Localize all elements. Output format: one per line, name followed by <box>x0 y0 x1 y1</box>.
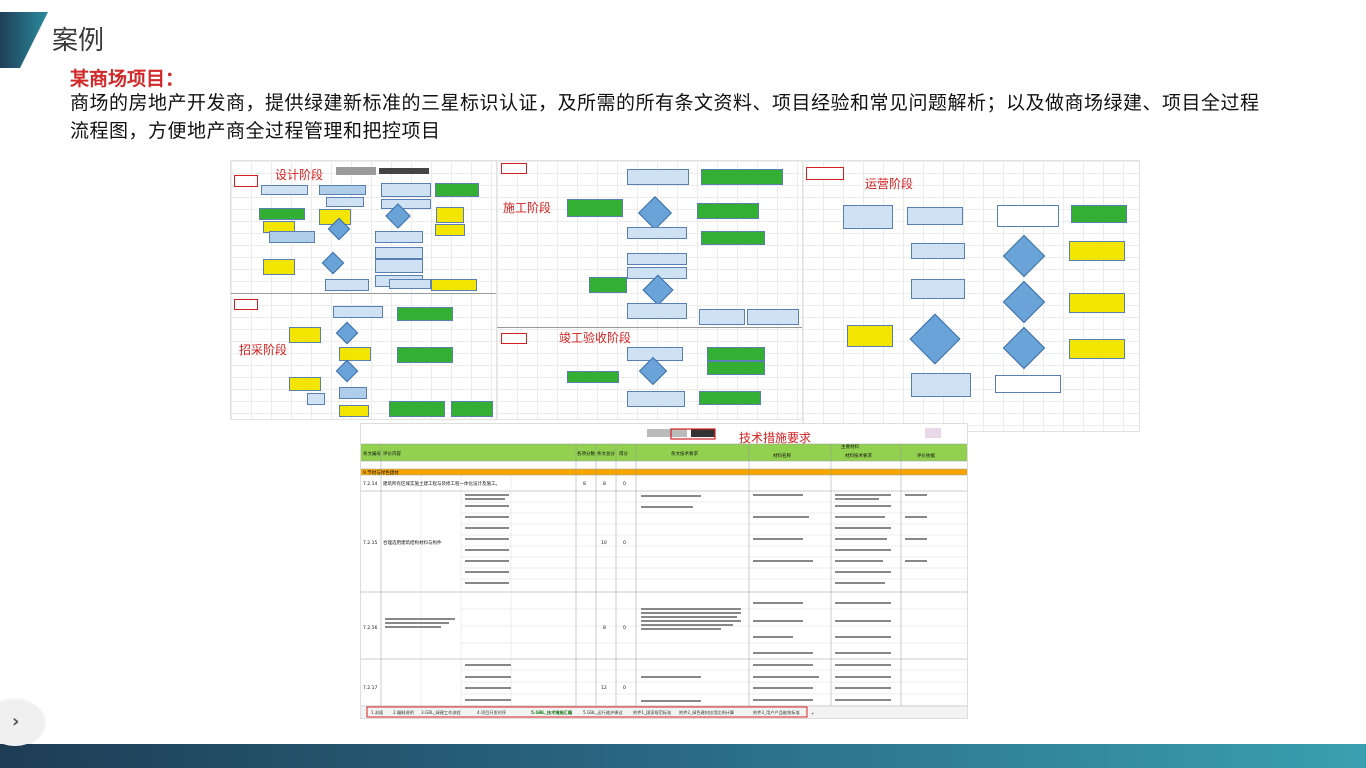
acceptance-stage-label: 竣工验收阶段 <box>559 331 632 345</box>
construction-flowchart-panel: 施工阶段 竣工验收阶段 <box>496 160 804 420</box>
row-content-2: 合理选用建筑结构材料与构件 <box>383 539 442 546</box>
spreadsheet-canvas: 条文编号 评价内容 各项分数 条文总分 得分 条文技术要求 材料名称 主要材料 … <box>361 428 967 718</box>
slide-accent-logo <box>0 12 48 68</box>
next-slide-button[interactable] <box>0 700 44 746</box>
operation-stage-tag <box>806 167 844 180</box>
sheet-tab-8: 附件2_绿色建材应用比例计算 <box>679 709 734 716</box>
acceptance-stage-tag <box>501 333 527 344</box>
header-requirement: 条文技术要求 <box>671 450 698 457</box>
footer-band <box>0 744 1366 768</box>
sheet-tab-7: 附件1_国家规范标准 <box>633 709 671 716</box>
chevron-right-icon: › <box>12 711 20 732</box>
add-sheet-icon: + <box>811 711 815 716</box>
blurred-title <box>336 167 376 175</box>
header-material: 材料名称 <box>773 452 791 459</box>
row-total-3: 8 <box>603 625 606 631</box>
row-code-2: 7.2.15 <box>363 540 377 546</box>
sheet-tab-3: 3.GBL_绿建工作流程 <box>421 709 461 716</box>
sheet-tab-2: 2.编制说明 <box>393 709 414 716</box>
row-got-2: 0 <box>623 540 626 546</box>
design-stage-label: 设计阶段 <box>275 168 324 182</box>
design-flowchart-panel: 设计阶段 招采阶段 <box>230 160 498 420</box>
header-content: 评价内容 <box>383 450 401 457</box>
project-description: 商场的房地产开发商，提供绿建新标准的三星标识认证，及所需的所有条文资料、项目经验… <box>70 92 1260 142</box>
header-code: 条文编号 <box>363 450 381 457</box>
row-got-1: 0 <box>623 481 626 487</box>
row-code-4: 7.2.17 <box>363 685 377 691</box>
project-title: 某商场项目： <box>70 68 185 90</box>
slide-title: 案例 <box>52 26 105 56</box>
header-total: 条文总分 <box>597 450 615 457</box>
procurement-stage-tag <box>234 299 258 310</box>
sheet-tab-6: 5.GBL_运行维护建议 <box>583 709 623 716</box>
tech-stage-label: 技术措施要求 <box>739 431 812 445</box>
operation-flowchart-panel: 运营阶段 <box>802 160 1140 432</box>
header-material-req: 材料技术要求 <box>845 452 872 459</box>
design-stage-tag <box>234 175 258 187</box>
section-label: 9.节材与绿色建材 <box>363 469 399 476</box>
construction-stage-tag <box>501 163 527 174</box>
row-got-4: 0 <box>623 685 626 691</box>
row-total-2: 10 <box>601 540 607 546</box>
row-got-3: 0 <box>623 625 626 631</box>
flow-title-bar <box>379 168 429 174</box>
construction-stage-label: 施工阶段 <box>503 201 552 215</box>
operation-stage-label: 运营阶段 <box>865 177 914 191</box>
row-code-3: 7.2.16 <box>363 625 377 631</box>
row-code-1: 7.2.14 <box>363 481 377 487</box>
procurement-stage-label: 招采阶段 <box>239 343 288 357</box>
row-total-4: 12 <box>601 685 607 691</box>
header-got: 得分 <box>619 450 628 457</box>
sheet-tab-5: 5.GBL_技术措施汇编 <box>531 709 572 716</box>
header-basis: 评价依据 <box>917 452 935 459</box>
header-score: 各项分数 <box>577 450 595 457</box>
header-group: 主要材料 <box>841 443 859 450</box>
sheet-tab-1: 1.封面 <box>371 709 383 716</box>
row-score-1: 8 <box>583 481 586 487</box>
sheet-tab-9: 附件3_用户产品能效标准 <box>753 709 800 716</box>
row-total-1: 8 <box>603 481 606 487</box>
tech-measures-spreadsheet: 条文编号 评价内容 各项分数 条文总分 得分 条文技术要求 材料名称 主要材料 … <box>360 423 968 719</box>
row-content-1: 建筑所有区域实施土建工程与装修工程一体化设计及施工。 <box>383 480 500 487</box>
sheet-tab-4: 4.项目开发时序 <box>477 709 506 716</box>
